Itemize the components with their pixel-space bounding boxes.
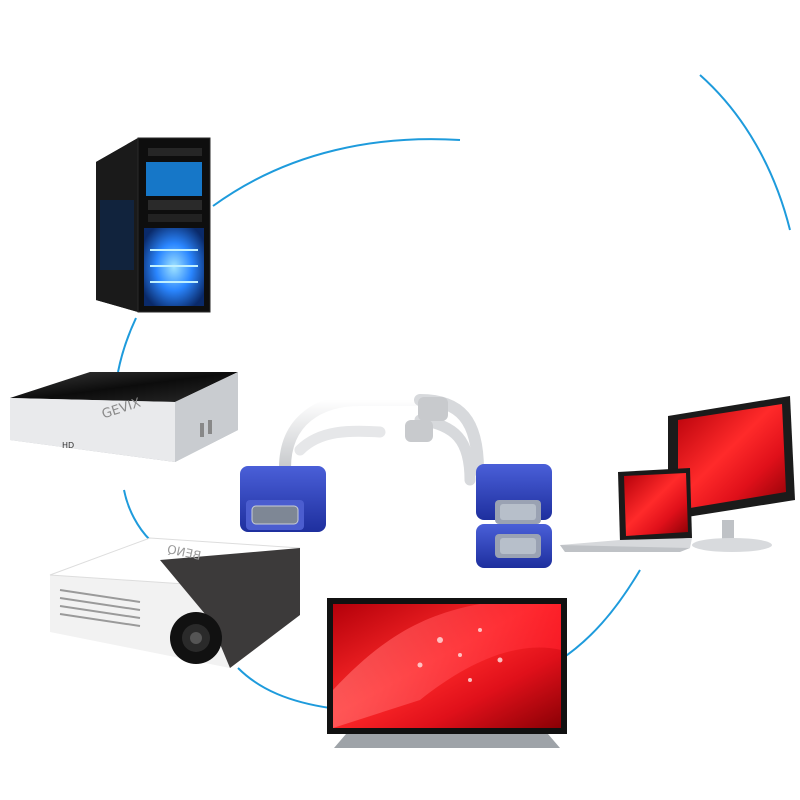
arc-pc-to-mediaplayer <box>117 317 137 373</box>
mediaplayer-model: HD <box>62 441 74 450</box>
laptop <box>560 468 692 552</box>
pc-front-display <box>146 162 202 196</box>
media-player: GEVIX HD <box>10 372 238 462</box>
water-droplets <box>417 628 503 682</box>
projector: BENQ <box>49 537 301 668</box>
arc-projector-to-tv <box>237 667 331 709</box>
vga-male-connector <box>240 466 326 532</box>
monitor-screen <box>678 404 786 510</box>
arc-right-top <box>699 74 791 231</box>
arc-mediaplayer-to-projector <box>123 489 151 541</box>
desktop-monitor <box>668 396 795 552</box>
projector-brand: BENQ <box>166 542 202 563</box>
vga-female-connector-top <box>476 464 552 524</box>
connector-arcs <box>117 74 791 709</box>
pc-tower <box>96 137 211 313</box>
projector-vents <box>59 589 141 627</box>
pc-fan-lines <box>150 249 198 283</box>
vga-splitter-cable <box>240 394 552 568</box>
vga-female-connector-bottom <box>476 524 552 568</box>
ferrite-bead <box>405 420 433 442</box>
flat-tv <box>327 598 567 748</box>
laptop-screen <box>624 473 688 536</box>
arc-tv-to-laptop <box>559 569 641 661</box>
ferrite-bead <box>418 397 448 421</box>
arc-pc-top <box>212 138 461 207</box>
